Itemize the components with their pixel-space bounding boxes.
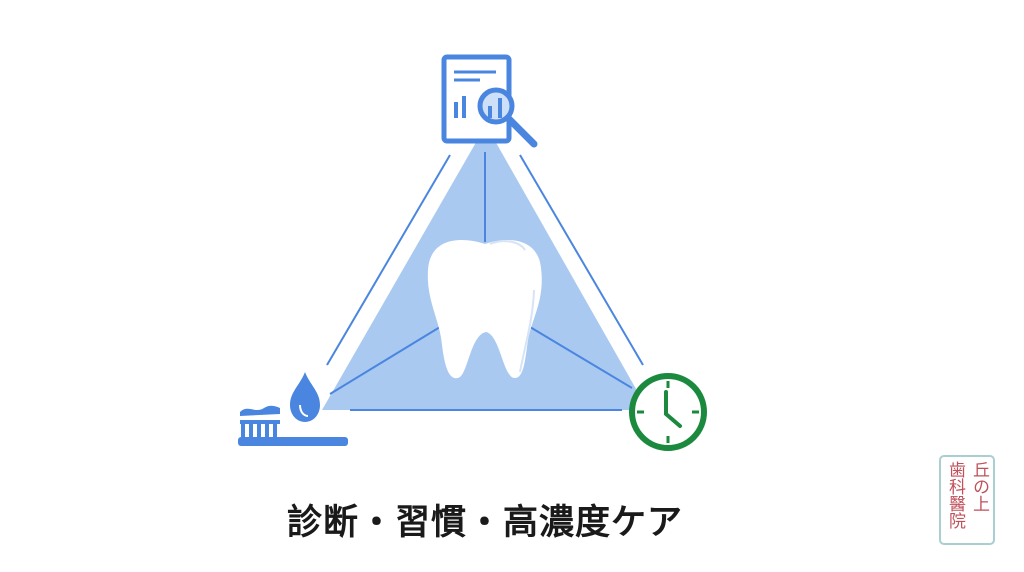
stamp-line-1: 丘の上 bbox=[969, 461, 989, 512]
clinic-logo-stamp: 丘の上 歯科醫院 bbox=[939, 455, 995, 545]
report-magnifier-icon bbox=[441, 54, 538, 148]
toothbrush-drop-icon bbox=[238, 372, 348, 446]
page-title: 診断・習慣・高濃度ケア bbox=[286, 503, 683, 543]
clock-icon bbox=[629, 373, 707, 451]
stamp-line-2: 歯科醫院 bbox=[945, 461, 965, 529]
tooth-icon bbox=[427, 239, 542, 379]
